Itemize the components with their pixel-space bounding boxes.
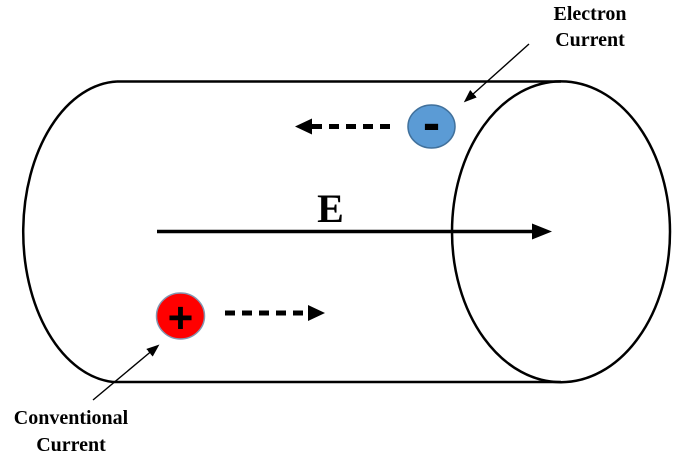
positive-circle — [155, 292, 206, 340]
conventional-current-label-line2: Current — [36, 434, 106, 456]
positive-plus-symbol: + — [168, 294, 194, 343]
electron-circle — [407, 104, 456, 149]
conventional-current-label-line1: Conventional — [14, 407, 129, 429]
conventional-annotation-arrow — [92, 344, 160, 401]
cylinder-left-cap — [21, 80, 118, 384]
electron-annotation-arrow — [463, 43, 530, 103]
electron-minus-symbol: - — [423, 95, 440, 153]
conventional-current-label: Conventional Current — [14, 407, 129, 456]
electron-current-label-line1: Electron — [554, 3, 627, 25]
e-field-label: E — [317, 186, 344, 231]
electron-current-label-line2: Current — [555, 29, 625, 51]
electron-current-label: Electron Current — [554, 3, 627, 51]
electron-particle: - — [407, 95, 456, 153]
positive-particle: + — [155, 292, 206, 343]
